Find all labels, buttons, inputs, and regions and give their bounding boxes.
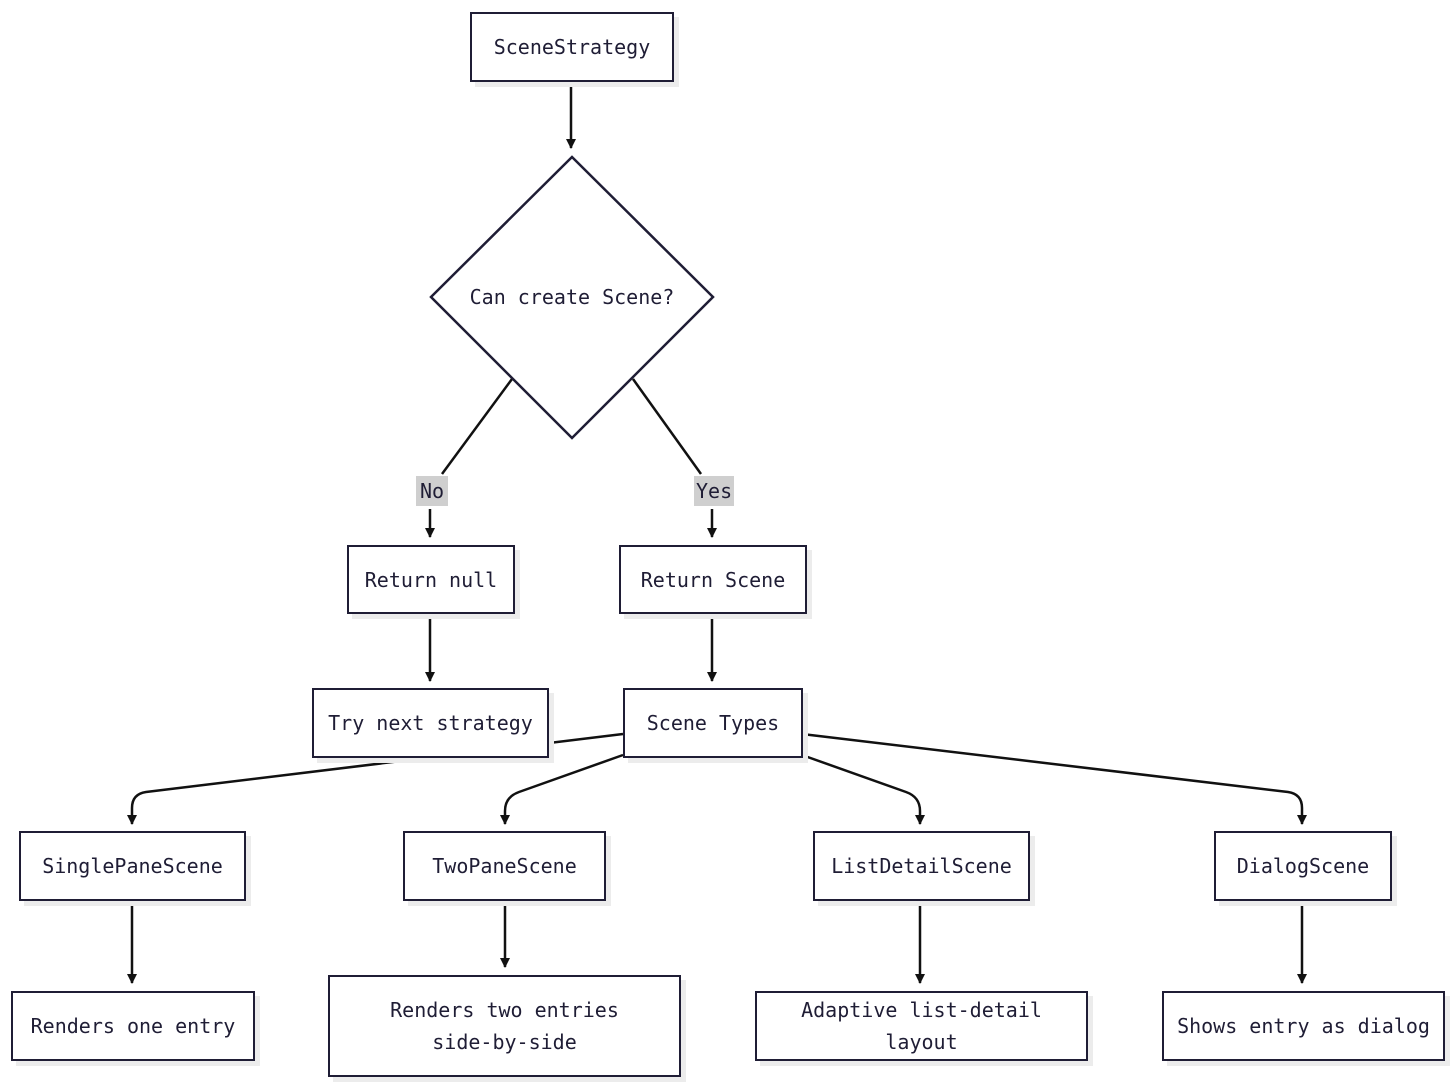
node-dialog-scene: DialogScene xyxy=(1214,831,1392,901)
edge-scene-types-to-list-detail xyxy=(801,753,925,825)
node-return-scene: Return Scene xyxy=(619,545,807,614)
node-single-pane-scene: SinglePaneScene xyxy=(19,831,246,901)
node-scene-types: Scene Types xyxy=(623,688,803,758)
decision-label: Can create Scene? xyxy=(469,285,675,309)
edge-label-yes: Yes xyxy=(694,476,734,506)
node-try-next-strategy: Try next strategy xyxy=(312,688,549,758)
node-shows-entry-as-dialog: Shows entry as dialog xyxy=(1162,991,1445,1061)
node-renders-two-entries: Renders two entries side-by-side xyxy=(328,975,681,1077)
node-scene-strategy: SceneStrategy xyxy=(470,12,674,82)
edge-scene-types-to-single-pane xyxy=(127,732,624,825)
node-renders-one-entry: Renders one entry xyxy=(11,991,255,1061)
edge-decision-yes xyxy=(631,378,703,475)
edge-scene-types-to-two-pane xyxy=(500,753,624,825)
node-adaptive-layout: Adaptive list-detail layout xyxy=(755,991,1088,1061)
decision-diamond xyxy=(429,155,715,440)
edge-label-no: No xyxy=(416,476,448,506)
edge-scene-types-to-dialog xyxy=(801,732,1307,825)
node-return-null: Return null xyxy=(347,545,515,614)
node-list-detail-scene: ListDetailScene xyxy=(813,831,1030,901)
edge-decision-no xyxy=(440,378,514,475)
node-two-pane-scene: TwoPaneScene xyxy=(403,831,606,901)
